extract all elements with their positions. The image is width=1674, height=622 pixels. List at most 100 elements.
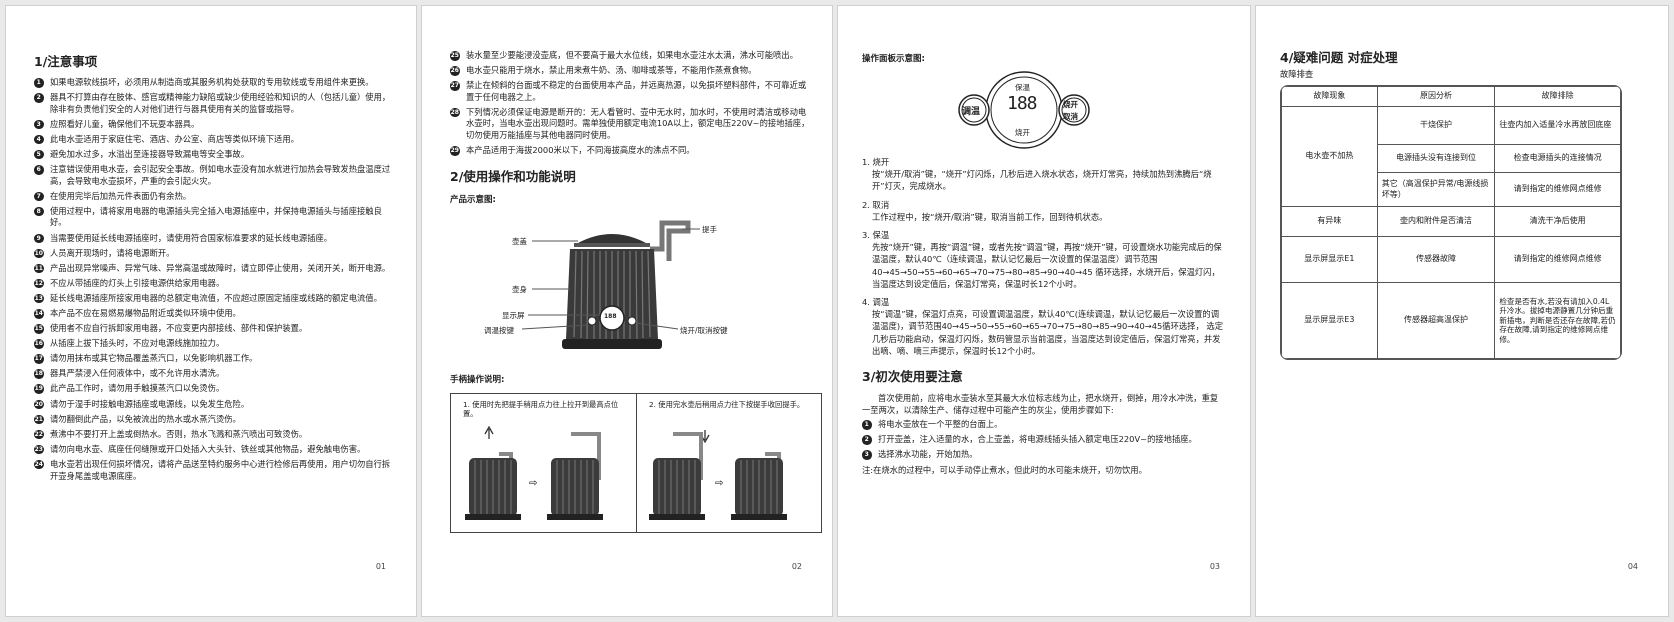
label-lid: 壶盖	[512, 236, 527, 246]
function-section: 4. 调温按“调温”键，保温灯点亮，可设置调温温度，默认40℃(连续调温，默认记…	[862, 296, 1224, 357]
fix-cell: 往壶内加入适量冷水再放回底座	[1494, 106, 1621, 145]
troubleshoot-subtitle: 故障排查	[1280, 69, 1314, 79]
list-item-text: 避免加水过多，水溢出至连接器导致漏电等安全事故。	[50, 148, 250, 159]
page-number: 04	[1627, 562, 1638, 571]
handle-step-2-illustration: ⇨	[649, 429, 787, 520]
handle-step-2: 2. 使用完水壶后稍用点力往下按提手收回提手。 ⇨	[636, 393, 822, 532]
fix-cell: 清洗干净后使用	[1494, 206, 1621, 237]
item-number-badge: 27	[450, 81, 460, 91]
item-number-badge: 19	[34, 384, 44, 394]
cause-cell: 电源插头没有连接到位	[1376, 144, 1496, 173]
page-4: 4/疑难问题 对症处理 故障排查 故障现象 原因分析 故障排除 电水壶不加热 干…	[1255, 5, 1669, 617]
table-row: 有异味 壶内和附件是否清洁 清洗干净后使用	[1281, 206, 1621, 237]
page-number: 03	[1209, 562, 1220, 571]
fix-cell: 请到指定的维修网点维修	[1494, 236, 1621, 283]
item-number-badge: 7	[34, 191, 44, 202]
list-item: 7 在使用完毕后加热元件表面仍有余热。	[34, 191, 394, 203]
section-title: 2/使用操作和功能说明	[450, 168, 576, 184]
boil-button-label-bottom: 取消	[1063, 112, 1078, 121]
symptom-cell: 显示屏显示E3	[1281, 282, 1378, 359]
function-section-heading: 1. 烧开	[862, 157, 890, 167]
item-number-badge: 20	[34, 399, 44, 410]
table-header: 原因分析	[1376, 86, 1496, 107]
troubleshoot-table: 故障现象 原因分析 故障排除 电水壶不加热 干烧保护 往壶内加入适量冷水再放回底…	[1281, 86, 1621, 359]
list-item-text: 请勿于湿手时接触电源插座或电源线，以免发生危险。	[50, 398, 250, 409]
item-number-badge: 3	[862, 450, 872, 460]
symptom-cell: 显示屏显示E1	[1281, 236, 1378, 283]
fix-cell: 检查是否有水,若没有请加入0.4L升冷水。拔掉电源静置几分钟后重新插电，判断是否…	[1494, 282, 1621, 359]
list-item-text: 将电水壶放在一个平整的台面上。	[878, 419, 1003, 430]
kettle-illustration	[521, 220, 700, 349]
label-boil-button: 烧开/取消按键	[680, 325, 728, 335]
handle-diagram: 1. 使用时先把提手稍用点力往上拉开到最高点位置。 ⇨ 2. 使用完水壶后稍用点…	[450, 392, 822, 533]
control-panel-illustration	[958, 71, 1090, 149]
item-number-badge: 9	[34, 233, 44, 244]
list-item-text: 请勿用抹布或其它物品覆盖蒸汽口，以免影响机器工作。	[50, 353, 258, 364]
cause-cell: 其它（高温保护异常/电源线损坏等）	[1376, 172, 1496, 207]
panel-title: 操作面板示意图:	[862, 54, 925, 64]
list-item-text: 人员离开现场时，请将电源断开。	[50, 247, 175, 258]
handle-step-1: 1. 使用时先把提手稍用点力往上拉开到最高点位置。 ⇨	[451, 394, 636, 532]
table-row: 电水壶不加热 干烧保护 往壶内加入适量冷水再放回底座	[1281, 106, 1621, 207]
list-item-text: 使用者不应自行拆卸家用电器，不应变更内部接线、部件和保护装置。	[50, 323, 308, 334]
kettle-figure: 壶盖 壶身 显示屏 调温按键 提手 烧开/取消按键 188	[450, 211, 810, 361]
panel-display-digits: 188	[1007, 93, 1037, 114]
list-item: 2 器具不打算由存在肢体、感官或精神能力缺陷或缺少使用经验和知识的人（包括儿童）使…	[34, 92, 394, 115]
list-item-text: 当需要使用延长线电源插座时，请使用符合国家标准要求的延长线电源插座。	[50, 232, 333, 243]
item-number-badge: 1	[34, 78, 44, 88]
boil-indicator: 烧开	[1015, 128, 1030, 137]
item-number-badge: 21	[34, 414, 44, 425]
item-number-badge: 2	[34, 93, 44, 103]
list-item-text: 注意错误使用电水壶，会引起安全事故。例如电水壶没有加水就进行加热会导致发热盘温度…	[50, 164, 391, 186]
list-item: 5 避免加水过多，水溢出至连接器导致漏电等安全事故。	[34, 149, 394, 161]
label-handle: 提手	[702, 224, 717, 234]
function-section-heading: 4. 调温	[862, 297, 890, 308]
list-item-text: 在使用完毕后加热元件表面仍有余热。	[50, 190, 192, 201]
list-item-text: 应照看好儿童，确保他们不玩耍本器具。	[50, 118, 200, 129]
figure-title: 产品示意图:	[450, 194, 496, 205]
list-item-text: 此电水壶适用于家庭住宅、酒店、办公室、商店等类似环境下适用。	[50, 133, 299, 144]
list-item-text: 选择沸水功能，开始加热。	[878, 449, 978, 460]
item-number-badge: 5	[34, 149, 44, 160]
list-item: 3 选择沸水功能，开始加热。	[862, 449, 1224, 461]
list-item: 20 请勿于湿手时接触电源插座或电源线，以免发生危险。	[34, 399, 394, 411]
item-number-badge: 25	[450, 51, 460, 61]
section-title: 3/初次使用要注意	[862, 369, 963, 385]
list-item-text: 电水壶若出现任何损坏情况，请将产品送至特约服务中心进行检修后再使用，用户切勿自行…	[50, 458, 391, 481]
fix-cell: 请到指定的维修网点维修	[1494, 172, 1621, 207]
item-number-badge: 23	[34, 444, 44, 455]
troubleshoot-table-frame: 故障现象 原因分析 故障排除 电水壶不加热 干烧保护 往壶内加入适量冷水再放回底…	[1280, 85, 1622, 360]
handle-title: 手柄操作说明:	[450, 374, 505, 385]
list-item-text: 器具不打算由存在肢体、感官或精神能力缺陷或缺少使用经验和知识的人（包括儿童）使用…	[50, 92, 391, 114]
page-title: 1/注意事项	[34, 54, 98, 69]
symptom-cell: 电水壶不加热	[1281, 106, 1378, 207]
table-row: 其它（高温保护异常/电源线损坏等） 请到指定的维修网点维修	[1282, 172, 1621, 207]
item-number-badge: 14	[34, 309, 44, 319]
label-body: 壶身	[512, 284, 527, 294]
control-panel-figure: 调温 烧开 取消 保温 188 烧开	[862, 70, 1224, 150]
table-row: 显示屏显示E3 传感器超高温保护 检查是否有水,若没有请加入0.4L升冷水。拔掉…	[1281, 282, 1621, 359]
table-header: 故障排除	[1494, 86, 1621, 107]
page-title: 4/疑难问题 对症处理	[1280, 50, 1398, 65]
keep-warm-indicator: 保温	[1015, 83, 1030, 92]
